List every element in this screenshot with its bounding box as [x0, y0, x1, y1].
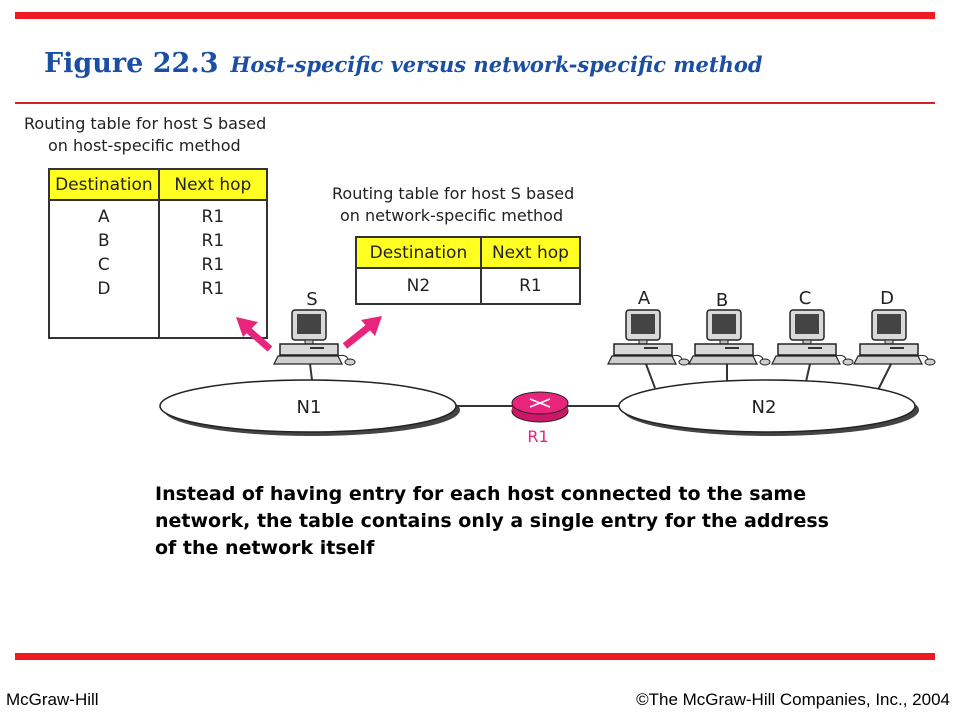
- host-table-destination-column: A B C D: [48, 199, 160, 339]
- host-c-computer-icon: [771, 309, 854, 366]
- host-a-label: A: [638, 288, 651, 309]
- host-s-computer-icon: [273, 309, 356, 366]
- table-cell: C: [97, 255, 110, 275]
- network-n2-label: N2: [752, 397, 777, 418]
- network-n1-label: N1: [297, 397, 322, 418]
- host-table-header-next-hop: Next hop: [157, 168, 269, 201]
- host-a-computer-icon: [607, 309, 690, 366]
- footer-copyright: ©The McGraw-Hill Companies, Inc., 2004: [636, 690, 950, 709]
- bottom-red-bar: [15, 653, 935, 660]
- network-n1-ellipse: [159, 379, 460, 436]
- host-specific-table: Destination Next hop A B C D R1 R1 R1 R1: [48, 168, 269, 339]
- footer-publisher: McGraw-Hill: [6, 690, 99, 709]
- network-table-caption: Routing table for host S based on networ…: [332, 183, 632, 227]
- network-n2-ellipse: [618, 379, 919, 436]
- figure-number: Figure 22.3: [44, 48, 219, 79]
- network-table-header-next-hop: Next hop: [479, 236, 582, 269]
- network-specific-table: Destination Next hop N2 R1: [355, 236, 582, 305]
- host-c-label: C: [799, 288, 812, 309]
- link-line: [877, 363, 892, 391]
- table-cell: D: [97, 279, 111, 299]
- host-d-computer-icon: [853, 309, 936, 366]
- host-b-label: B: [716, 290, 728, 311]
- host-table-next-hop-column: R1 R1 R1 R1: [157, 199, 269, 339]
- table-cell: R1: [201, 231, 225, 251]
- host-b-computer-icon: [688, 309, 771, 366]
- link-line: [309, 363, 313, 381]
- table-cell: A: [98, 207, 110, 227]
- title-rule: [15, 102, 935, 104]
- arrow-to-host-table: [236, 317, 273, 352]
- figure-subtitle: Host-specific versus network-specific me…: [230, 52, 763, 77]
- table-cell: B: [98, 231, 110, 251]
- host-table-caption-line1: Routing table for host S based: [24, 114, 267, 133]
- link-line: [645, 363, 656, 389]
- table-cell: R1: [479, 267, 582, 305]
- table-cell: R1: [201, 255, 225, 275]
- table-cell: R1: [201, 207, 225, 227]
- router-label: R1: [527, 427, 548, 446]
- network-table-caption-line2: on network-specific method: [340, 206, 564, 225]
- figure-title: Figure 22.3 Host-specific versus network-…: [44, 48, 763, 79]
- arrow-to-network-table: [342, 316, 382, 349]
- network-table-header-destination: Destination: [355, 236, 482, 269]
- router-icon: [511, 391, 569, 423]
- host-table-caption-line2: on host-specific method: [48, 136, 241, 155]
- host-table-caption: Routing table for host S based on host-s…: [24, 113, 304, 157]
- host-table-header-destination: Destination: [48, 168, 160, 201]
- table-cell: N2: [355, 267, 482, 305]
- explanation-note: Instead of having entry for each host co…: [155, 483, 829, 559]
- network-table-caption-line1: Routing table for host S based: [332, 184, 575, 203]
- top-red-bar: [15, 12, 935, 19]
- table-cell: R1: [201, 279, 225, 299]
- host-s-label: S: [306, 289, 317, 310]
- host-d-label: D: [880, 288, 894, 309]
